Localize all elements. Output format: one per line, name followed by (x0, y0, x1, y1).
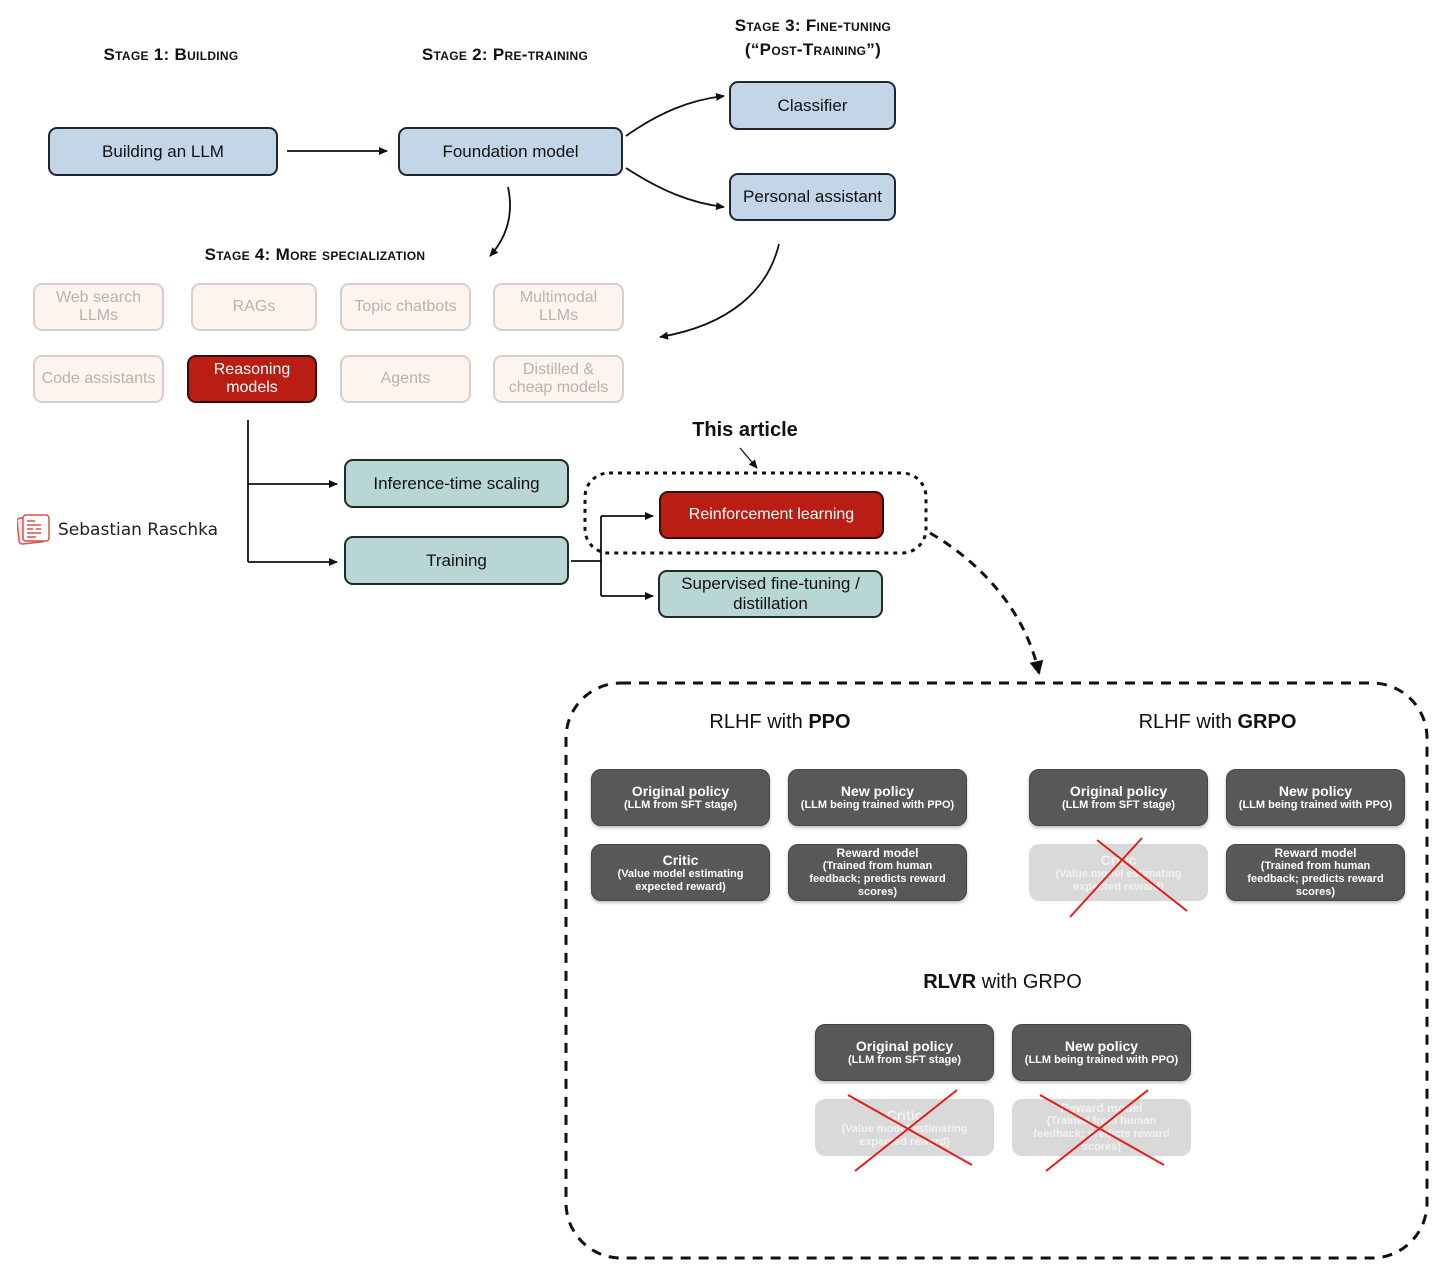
rlvr-section-title: RLVR with GRPO (860, 971, 1145, 994)
card-subtitle: (LLM being trained with PPO) (1024, 1054, 1179, 1067)
rlvr-original-policy-card: Original policy (LLM from SFT stage) (815, 1024, 994, 1081)
inference-time-scaling-box: Inference-time scaling (344, 459, 569, 508)
author-logo-icon (16, 514, 50, 545)
grpo-original-policy-card: Original policy (LLM from SFT stage) (1029, 769, 1208, 826)
card-subtitle: (Trained from human feedback; predicts r… (809, 860, 946, 898)
web-search-box: Web search LLMs (33, 283, 164, 331)
rlvr-new-policy-card: New policy (LLM being trained with PPO) (1012, 1024, 1191, 1081)
ppo-title-bold: PPO (808, 711, 851, 733)
card-subtitle: (LLM from SFT stage) (847, 1054, 962, 1067)
cross-icon (854, 1089, 958, 1172)
card-subtitle: (LLM being trained with PPO) (1238, 799, 1393, 812)
grpo-title-bold: GRPO (1237, 711, 1297, 733)
card-title: Critic (662, 851, 699, 868)
author-name: Sebastian Raschka (58, 520, 219, 540)
ppo-original-policy-card: Original policy (LLM from SFT stage) (591, 769, 770, 826)
sft-distillation-box: Supervised fine-tuning / distillation (658, 570, 883, 618)
building-llm-box: Building an LLM (48, 127, 278, 176)
rags-box: RAGs (191, 283, 317, 331)
reasoning-models-box: Reasoning models (187, 355, 317, 403)
stage4-heading: Stage 4: More specialization (204, 245, 426, 264)
stage3-heading-line1: Stage 3: Fine-tuning (734, 16, 892, 35)
card-subtitle: (LLM from SFT stage) (623, 799, 738, 812)
multimodal-box: Multimodal LLMs (493, 283, 624, 331)
this-article-label: This article (692, 419, 798, 441)
reinforcement-learning-box: Reinforcement learning (659, 491, 884, 539)
card-title: Reward model (1274, 845, 1357, 860)
grpo-title-prefix: RLHF with (1138, 711, 1238, 733)
card-subtitle: (Trained from human feedback; predicts r… (1033, 1115, 1170, 1153)
classifier-box: Classifier (729, 81, 896, 130)
ppo-reward-model-card: Reward model (Trained from human feedbac… (788, 844, 967, 901)
grpo-reward-model-card: Reward model (Trained from human feedbac… (1226, 844, 1405, 901)
cross-icon (1045, 1089, 1149, 1172)
stage3-heading: Stage 3: Fine-tuning (“Post-Training”) (690, 16, 936, 60)
card-title: Critic (886, 1106, 923, 1123)
card-subtitle: (LLM being trained with PPO) (800, 799, 955, 812)
ppo-title-prefix: RLHF with (709, 711, 809, 733)
stage3-heading-line2: (“Post-Training”) (744, 40, 882, 59)
personal-assistant-box: Personal assistant (729, 173, 896, 221)
card-subtitle: (LLM from SFT stage) (1061, 799, 1176, 812)
grpo-new-policy-card: New policy (LLM being trained with PPO) (1226, 769, 1405, 826)
card-title: New policy (1278, 783, 1353, 800)
card-subtitle: (Trained from human feedback; predicts r… (1247, 860, 1384, 898)
stage1-heading: Stage 1: Building (103, 45, 239, 64)
cross-icon (1039, 1094, 1165, 1166)
grpo-section-title: RLHF with GRPO (1075, 711, 1360, 734)
ppo-new-policy-card: New policy (LLM being trained with PPO) (788, 769, 967, 826)
card-title: Original policy (631, 783, 730, 800)
cross-icon (847, 1094, 973, 1166)
card-title: New policy (1064, 1038, 1139, 1055)
card-title: New policy (840, 783, 915, 800)
card-title: Original policy (1069, 783, 1168, 800)
cross-icon (1069, 837, 1143, 918)
agents-box: Agents (340, 355, 471, 403)
code-assistants-box: Code assistants (33, 355, 164, 403)
ppo-critic-card: Critic (Value model estimating expected … (591, 844, 770, 901)
rlvr-title-suffix: with GRPO (976, 971, 1082, 993)
grpo-critic-card-removed: Critic (Value model estimating expected … (1029, 844, 1208, 901)
ppo-section-title: RLHF with PPO (640, 711, 920, 734)
training-box: Training (344, 536, 569, 585)
rlvr-title-bold: RLVR (923, 971, 977, 993)
foundation-model-box: Foundation model (398, 127, 623, 176)
stage2-heading: Stage 2: Pre-training (421, 45, 589, 64)
topic-chatbots-box: Topic chatbots (340, 283, 471, 331)
card-title: Original policy (855, 1038, 954, 1055)
distilled-box: Distilled & cheap models (493, 355, 624, 403)
card-subtitle: (Value model estimating expected reward) (617, 867, 744, 893)
card-title: Reward model (836, 845, 919, 860)
cross-icon (1096, 839, 1188, 912)
